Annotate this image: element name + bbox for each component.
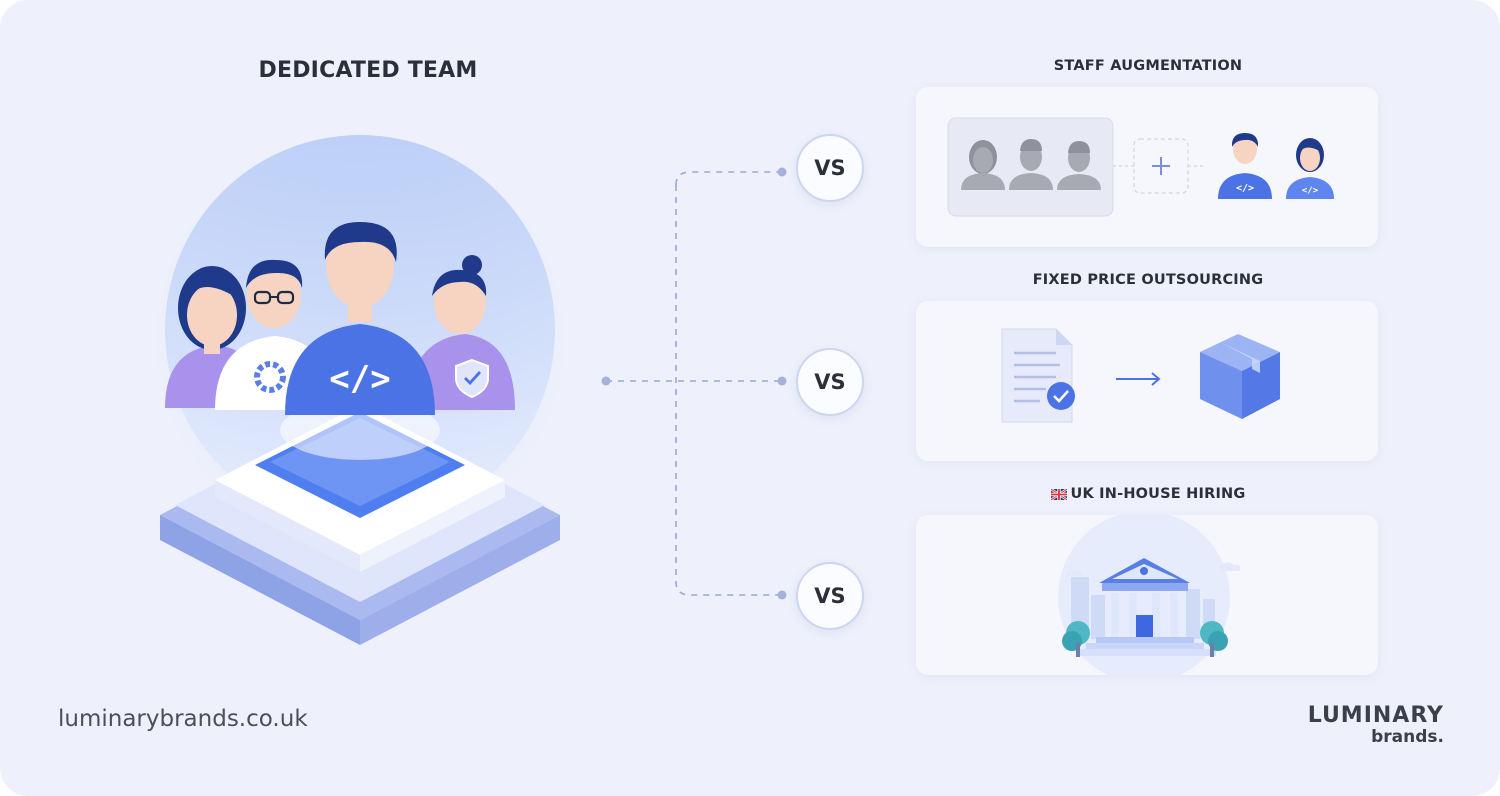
uk-flag-icon [1050,488,1067,500]
connector-lines [601,167,787,600]
code-symbol-icon: </> [329,359,390,399]
svg-text:</>: </> [1302,186,1319,196]
document-check-icon [1001,328,1075,423]
developer-female-icon: </> [1286,138,1334,199]
person-gray-icon [961,140,1005,190]
brand-logo-subtitle: brands. [1371,727,1444,747]
vs-badge-2: VS [796,348,864,416]
staff-augmentation-illustration: </> </> [947,117,1334,217]
uk-hiring-illustration [1058,515,1241,675]
plus-icon [1152,157,1170,175]
website-url: luminarybrands.co.uk [58,706,308,732]
platform-base-icon [160,405,560,645]
brand-logo-wordmark: LUMINARY [1307,703,1444,728]
team-member-developer-icon: </> [285,222,435,415]
package-box-icon [1200,334,1280,419]
team-member-security-icon [408,255,515,410]
fixed-price-title: FIXED PRICE OUTSOURCING [1032,272,1264,288]
gear-icon [254,361,286,393]
dedicated-team-title: DEDICATED TEAM [258,58,478,83]
person-gray-icon [1009,139,1053,190]
uk-hiring-title: UK IN-HOUSE HIRING [1070,486,1246,502]
fixed-price-illustration [1001,328,1280,423]
vs-badge-3: VS [796,562,864,630]
svg-text:</>: </> [1236,183,1254,194]
shield-check-icon [455,358,489,399]
arrow-right-icon [1116,372,1161,386]
tree-icon [1200,621,1228,657]
uk-hiring-card [916,515,1378,675]
government-building-icon [1076,558,1216,656]
staff-augmentation-card: </> </> [916,87,1378,247]
person-gray-icon [1057,141,1101,190]
staff-augmentation-title: STAFF AUGMENTATION [1053,58,1243,74]
vs-badge-1: VS [796,134,864,202]
uk-hiring-heading: UK IN-HOUSE HIRING [938,486,1358,502]
tree-icon [1062,621,1090,657]
fixed-price-card [916,301,1378,461]
developer-male-icon: </> [1218,133,1272,199]
dedicated-team-illustration: </> [145,125,575,645]
